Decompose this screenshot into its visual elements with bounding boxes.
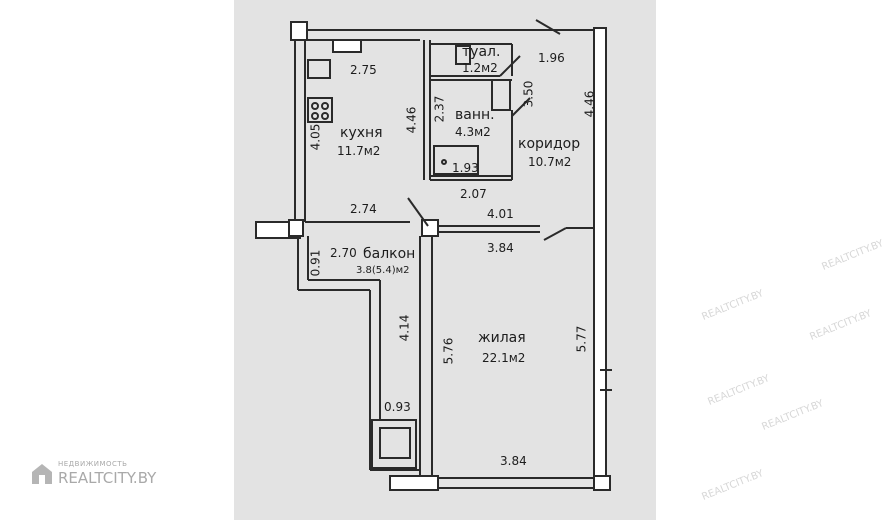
room-corridor-area: 10.7м2 — [528, 155, 572, 169]
stove-burner — [311, 112, 319, 120]
room-toilet-name: туал. — [462, 44, 501, 60]
entrance-door — [535, 19, 561, 35]
dim-balcony-width: 2.70 — [330, 246, 357, 260]
kitchen-sink — [307, 59, 331, 79]
room-living-name: жилая — [478, 330, 526, 346]
kitchen-vent — [332, 39, 362, 53]
dim-kitchen-top: 2.75 — [350, 63, 377, 77]
wall-corner-balcony — [288, 219, 304, 237]
room-kitchen-name: кухня — [340, 125, 383, 141]
dim-living-bottom: 3.84 — [500, 454, 527, 468]
dim-toilet-side: 1.96 — [538, 51, 565, 65]
dim-living-top: 3.84 — [487, 241, 514, 255]
living-door — [543, 227, 567, 241]
bath-door — [511, 97, 531, 117]
wall-bottom-left — [389, 475, 439, 491]
kitchen-stove — [307, 97, 333, 123]
stove-burner — [311, 102, 319, 110]
logo-brand: REALTCITY.BY — [58, 469, 157, 487]
dim-kitchen-right: 4.46 — [404, 106, 419, 134]
wall-corner-top-left — [290, 21, 308, 41]
dim-living-right: 5.77 — [574, 325, 589, 353]
dim-balcony-end: 0.93 — [384, 400, 411, 414]
dim-bath-left: 2.37 — [432, 95, 447, 123]
room-balcony-name: балкон — [363, 246, 416, 262]
bath-washbasin — [491, 79, 511, 111]
kitchen-door — [407, 197, 429, 227]
wall-bottom-right — [593, 475, 611, 491]
dim-bath-bottom: 2.07 — [460, 187, 487, 201]
logo-tagline: НЕДВИЖИМОСТЬ — [58, 460, 128, 468]
dim-bath-tub: 1.93 — [452, 161, 479, 175]
dim-balcony-top: 2.74 — [350, 202, 377, 216]
room-bathroom-area: 4.3м2 — [455, 125, 491, 139]
bathtub-drain — [441, 159, 447, 165]
toilet-fixture — [455, 45, 471, 65]
balcony-cabinet-inner — [379, 427, 411, 459]
room-toilet-area: 1.2м2 — [462, 61, 498, 75]
dim-kitchen-left: 4.05 — [308, 123, 323, 151]
balcony-cabinet — [371, 419, 417, 469]
dim-bath-right: 3.50 — [521, 80, 536, 108]
dim-balcony-long: 4.14 — [397, 314, 412, 342]
dim-balcony-left: 0.91 — [308, 249, 323, 277]
logo-icon — [32, 464, 52, 484]
room-balcony-area: 3.8(5.4)м2 — [356, 265, 410, 276]
room-living-area: 22.1м2 — [482, 351, 526, 365]
dim-corridor-right: 4.46 — [582, 90, 597, 118]
room-corridor-name: коридор — [518, 136, 581, 152]
toilet-door — [499, 55, 521, 77]
stove-burner — [321, 112, 329, 120]
dim-corridor-wall: 4.01 — [487, 207, 514, 221]
room-bathroom-name: ванн. — [455, 107, 495, 123]
room-kitchen-area: 11.7м2 — [337, 144, 381, 158]
bathtub — [433, 145, 479, 175]
stove-burner — [321, 102, 329, 110]
dim-living-left: 5.76 — [441, 337, 456, 365]
